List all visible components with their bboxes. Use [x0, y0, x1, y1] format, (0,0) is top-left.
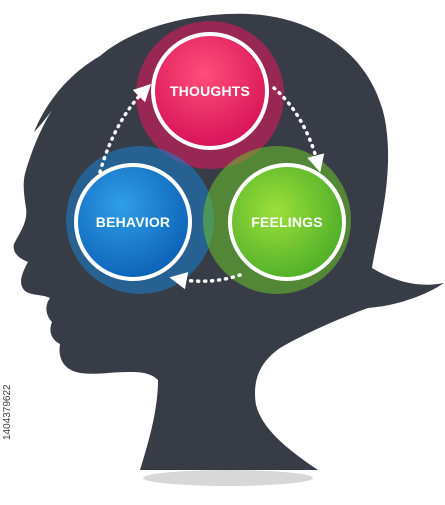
feelings-circle[interactable]: [228, 163, 346, 281]
thoughts-circle[interactable]: [151, 32, 269, 150]
arrow-behavior-to-thoughts: [98, 83, 152, 174]
behavior-circle[interactable]: [74, 163, 192, 281]
thoughts-label: THOUGHTS: [170, 83, 250, 99]
feelings-label: FEELINGS: [251, 214, 323, 230]
arrow-feelings-to-behavior: [169, 272, 242, 290]
ground-shadow: [143, 470, 313, 486]
stock-id-text: 1404379622: [2, 384, 13, 440]
arrow-thoughts-to-feelings: [272, 86, 325, 173]
behavior-label: BEHAVIOR: [96, 214, 170, 230]
